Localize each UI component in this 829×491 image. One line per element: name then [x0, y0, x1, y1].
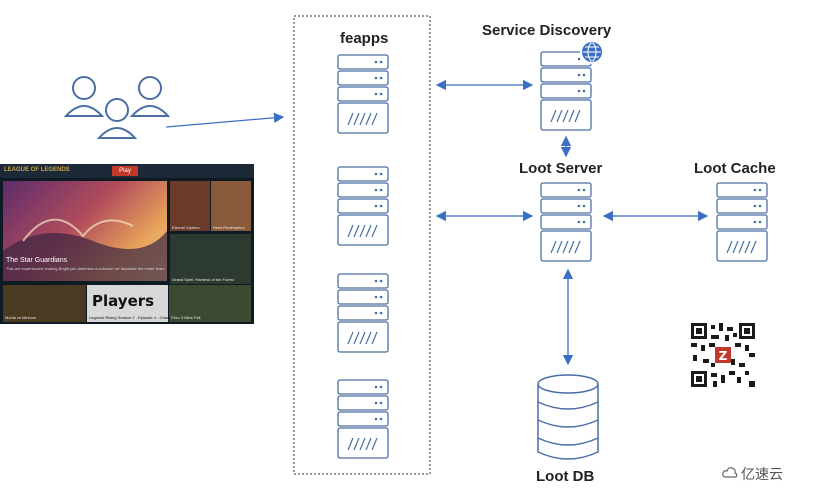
- tile-6-title: Ekko 3 Mins Fall: [171, 315, 201, 320]
- tile-1-title: Eternal Ciphers: [172, 225, 200, 230]
- tile-3: [170, 234, 251, 284]
- tile-5-title: Legends Rising Season 2 - Episode 4 - Gr…: [89, 315, 180, 320]
- play-button: Play: [112, 166, 138, 176]
- client-top-bar: LEAGUE OF LEGENDS Play: [0, 164, 254, 178]
- loot-cache-label: Loot Cache: [694, 160, 776, 177]
- tile-6: [169, 285, 251, 322]
- hero-banner: [3, 181, 167, 281]
- tile-3-title: Grand Spell: Harness of the Forest: [172, 277, 234, 282]
- players-text: Players: [92, 292, 155, 310]
- feapps-server-4: [337, 379, 389, 459]
- loot-cache-server: [716, 182, 768, 262]
- client-logo: LEAGUE OF LEGENDS: [4, 167, 70, 173]
- service-discovery-label: Service Discovery: [482, 22, 612, 39]
- svg-text:Z: Z: [719, 349, 728, 363]
- users-to-feapps-arrow: [165, 112, 285, 128]
- hero-subtitle: This are experienced sharing Bright join…: [6, 266, 165, 271]
- feapps-server-2: [337, 166, 389, 246]
- qr-code-icon: Z: [691, 323, 755, 387]
- game-client-screenshot: LEAGUE OF LEGENDS Play The Star Guardian…: [0, 164, 254, 324]
- tile-4-title: Moriia vs Minions: [5, 315, 36, 320]
- users-icon: [63, 76, 171, 139]
- feapps-label: feapps: [340, 30, 389, 47]
- cloud-logo-icon: [722, 467, 738, 478]
- loot-db-label: Loot DB: [536, 468, 595, 485]
- hero-title: The Star Guardians: [6, 257, 68, 264]
- globe-icon: [580, 40, 604, 64]
- feapps-server-1: [337, 54, 389, 134]
- tile-1: [170, 181, 210, 231]
- watermark-text: 亿速云: [741, 467, 783, 483]
- loot-server-label: Loot Server: [519, 160, 603, 177]
- feapps-container: [293, 15, 431, 475]
- tile-5: [87, 285, 168, 322]
- database-icon: [537, 374, 599, 460]
- tile-2-title: Heist Redemption: [213, 225, 245, 230]
- feapps-server-3: [337, 273, 389, 353]
- loot-server: [540, 182, 592, 262]
- service-discovery-server: [540, 51, 592, 131]
- tile-4: [3, 285, 86, 322]
- tile-2: [211, 181, 251, 231]
